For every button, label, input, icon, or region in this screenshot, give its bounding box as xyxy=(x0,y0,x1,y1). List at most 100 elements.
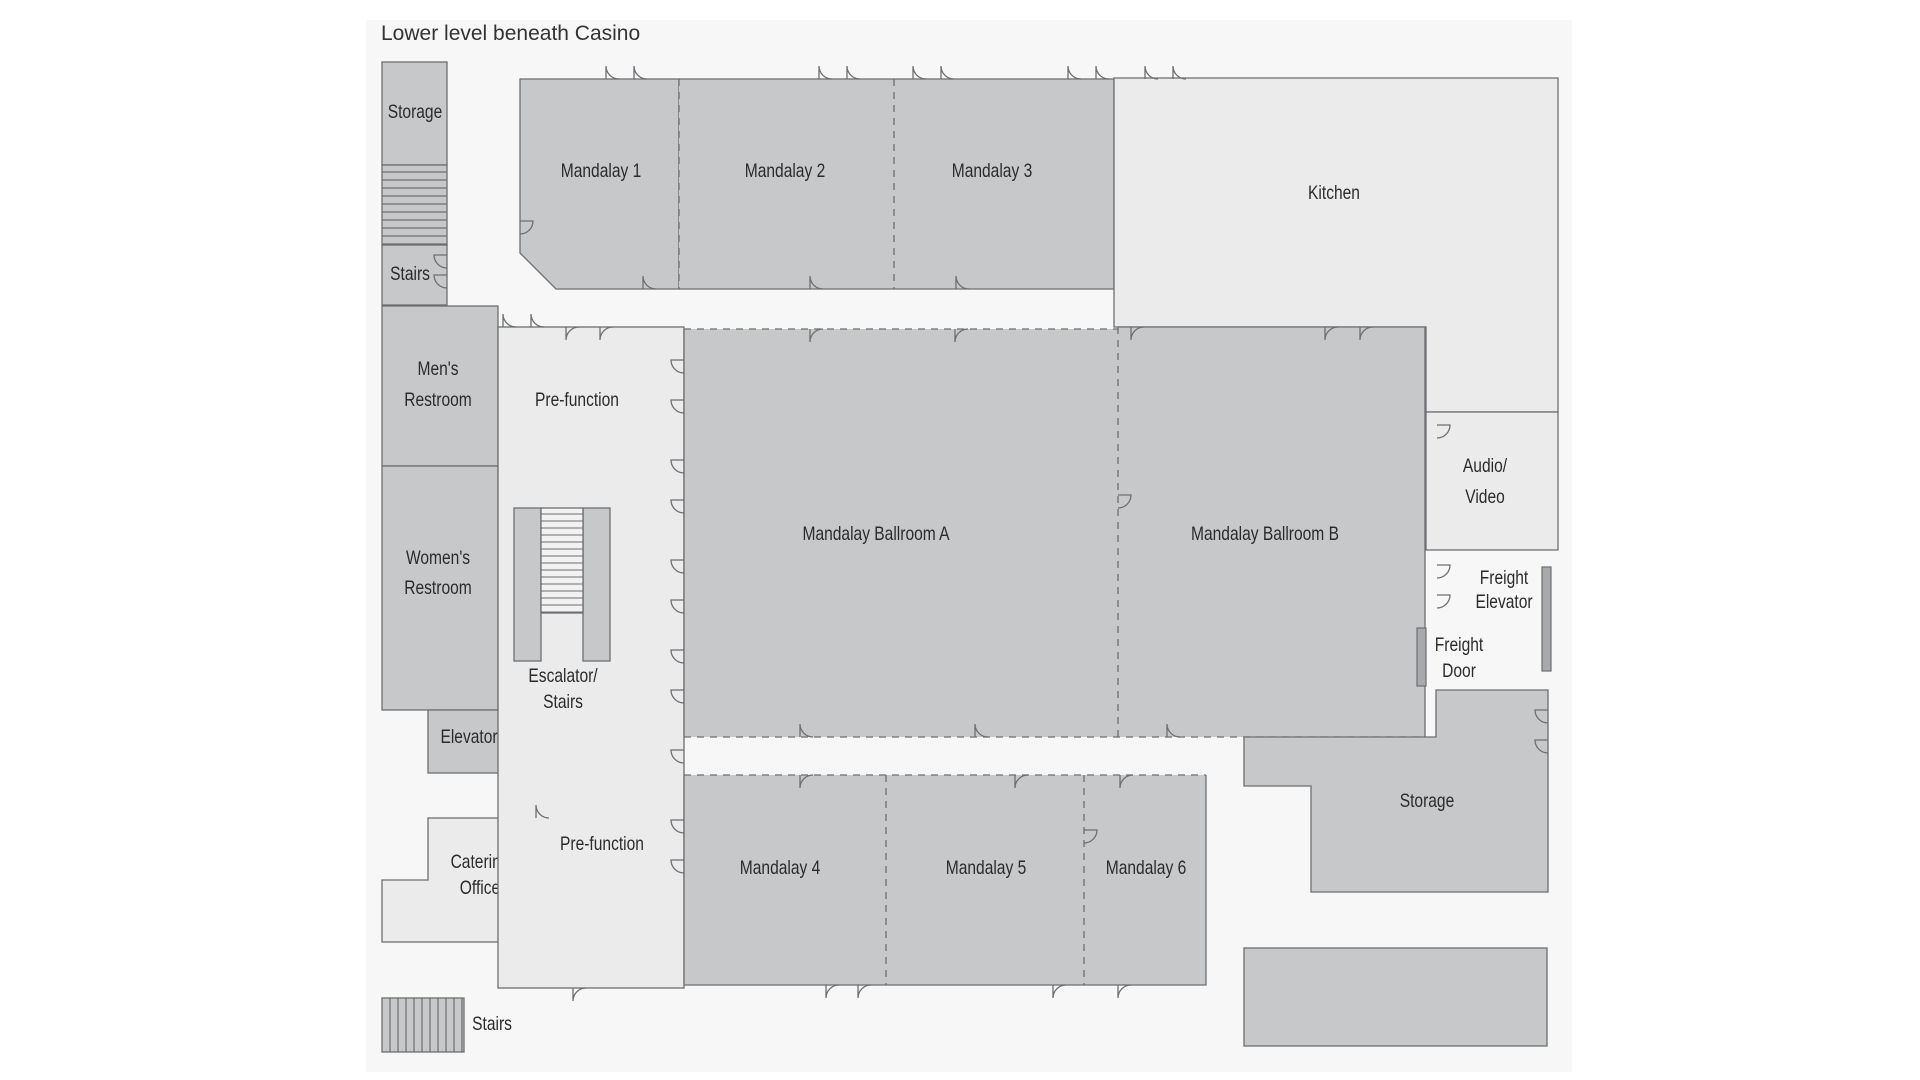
room-storage-top-label: Storage xyxy=(388,101,443,123)
door-swing xyxy=(670,689,685,704)
room-catering-office-label-1: Catering xyxy=(451,851,510,873)
door-swing xyxy=(670,359,685,374)
door-swing xyxy=(433,254,448,269)
room-stairs-top-label: Stairs xyxy=(390,263,430,285)
room-mandalay-4[interactable] xyxy=(684,775,886,985)
door-swing xyxy=(599,326,614,341)
door-swing xyxy=(642,275,657,290)
door-swing xyxy=(1359,326,1374,341)
door-swing xyxy=(799,774,814,789)
door-swing xyxy=(670,649,685,664)
room-womens-restroom[interactable] xyxy=(381,465,499,711)
room-mandalay-4-label: Mandalay 4 xyxy=(740,857,821,879)
door-swing xyxy=(1119,774,1134,789)
door-swing xyxy=(535,804,550,819)
door-swing xyxy=(974,723,989,738)
room-stairs-bottom-label: Stairs xyxy=(472,1013,512,1035)
door-swing xyxy=(1095,65,1110,80)
door-swing xyxy=(519,220,534,235)
room-prefunction-top-label: Pre-function xyxy=(535,389,619,411)
door-swing xyxy=(1436,564,1451,579)
door-swing xyxy=(940,65,955,80)
door-swing xyxy=(1144,65,1159,80)
stairs-bottom-treads xyxy=(381,997,465,1053)
door-swing xyxy=(530,313,545,328)
room-mandalay-1[interactable] xyxy=(519,78,680,290)
door-swing xyxy=(954,328,969,343)
freight-elevator-label-2: Elevator xyxy=(1475,591,1532,613)
freight-elevator[interactable] xyxy=(1541,566,1552,672)
door-swing xyxy=(1014,774,1029,789)
door-swing xyxy=(1172,65,1187,80)
room-mens-restroom-label-2: Restroom xyxy=(404,389,471,411)
door-swing xyxy=(670,599,685,614)
door-swing xyxy=(1067,65,1082,80)
room-audio-video-label-2: Video xyxy=(1465,486,1505,508)
freight-elevator-label-1: Freight xyxy=(1480,567,1529,589)
room-elevator-label: Elevator xyxy=(440,726,497,748)
door-swings xyxy=(433,65,1549,1002)
door-swing xyxy=(670,459,685,474)
room-mandalay-ballroom-a-label: Mandalay Ballroom A xyxy=(802,523,949,545)
door-swing xyxy=(572,987,587,1002)
door-swing xyxy=(502,313,517,328)
door-swing xyxy=(857,984,872,999)
door-swing xyxy=(1324,326,1339,341)
room-storage-right[interactable] xyxy=(1243,689,1549,893)
room-mandalay-5[interactable] xyxy=(886,775,1084,985)
door-swing xyxy=(670,499,685,514)
room-elevator[interactable] xyxy=(427,709,511,774)
unlabeled-service-room xyxy=(1243,947,1548,1047)
door-swing xyxy=(1117,494,1132,509)
room-mandalay-2[interactable] xyxy=(679,79,894,289)
door-swing xyxy=(818,65,833,80)
room-mandalay-ballroom-b[interactable] xyxy=(1118,327,1425,737)
stairs-top-treads xyxy=(381,164,448,246)
plan-title: Lower level beneath Casino xyxy=(381,22,640,45)
room-audio-video-label-1: Audio/ xyxy=(1463,455,1507,477)
freight-door-label-2: Door xyxy=(1442,660,1476,682)
room-mandalay-3[interactable] xyxy=(894,79,1114,289)
room-womens-restroom-label-2: Restroom xyxy=(404,577,471,599)
room-escalator-label-2: Stairs xyxy=(543,691,583,713)
door-swing xyxy=(1436,424,1451,439)
door-swing xyxy=(955,275,970,290)
room-mens-restroom[interactable] xyxy=(381,305,499,467)
door-swing xyxy=(799,723,814,738)
room-storage-right-label: Storage xyxy=(1400,790,1455,812)
room-mandalay-5-label: Mandalay 5 xyxy=(946,857,1026,879)
door-swing xyxy=(809,328,824,343)
door-swing xyxy=(565,326,580,341)
door-swing xyxy=(670,399,685,414)
door-swing xyxy=(1130,326,1145,341)
room-mandalay-1-label: Mandalay 1 xyxy=(561,160,641,182)
freight-door[interactable] xyxy=(1416,627,1427,687)
door-swing xyxy=(1117,984,1132,999)
room-mandalay-2-label: Mandalay 2 xyxy=(745,160,825,182)
room-mandalay-6[interactable] xyxy=(1084,775,1206,985)
door-swing xyxy=(1052,984,1067,999)
escalator-stairs[interactable] xyxy=(513,507,611,662)
door-swing xyxy=(912,65,927,80)
door-swing xyxy=(633,65,648,80)
room-mandalay-6-label: Mandalay 6 xyxy=(1106,857,1186,879)
room-mandalay-ballroom-a[interactable] xyxy=(684,329,1118,737)
door-swing xyxy=(605,65,620,80)
door-swing xyxy=(670,859,685,874)
south-rooms-outline xyxy=(683,775,1207,986)
room-audio-video[interactable] xyxy=(1425,411,1559,551)
door-swing xyxy=(670,749,685,764)
room-mandalay-ballroom-b-label: Mandalay Ballroom B xyxy=(1191,523,1339,545)
room-escalator-label-1: Escalator/ xyxy=(528,665,597,687)
ballroom-outline xyxy=(683,326,1426,737)
door-swing xyxy=(670,819,685,834)
freight-door-label-1: Freight xyxy=(1435,634,1484,656)
room-kitchen-label: Kitchen xyxy=(1308,182,1360,204)
door-swing xyxy=(1083,829,1098,844)
door-swing xyxy=(809,275,824,290)
door-swing xyxy=(1534,739,1549,754)
room-womens-restroom-label-1: Women's xyxy=(406,547,470,569)
room-storage-top[interactable] xyxy=(381,61,448,166)
room-mens-restroom-label-1: Men's xyxy=(418,358,459,380)
door-swing xyxy=(825,984,840,999)
